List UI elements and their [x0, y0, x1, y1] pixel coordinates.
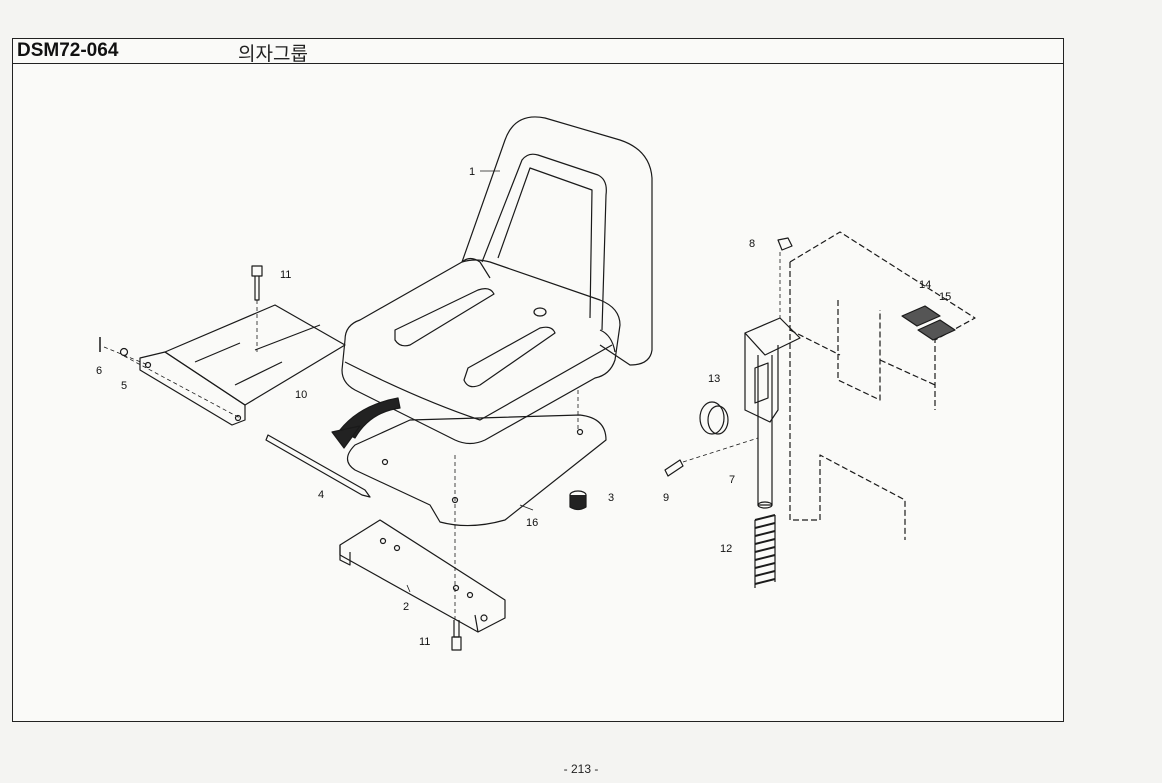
callout-8: 8: [749, 238, 755, 250]
callout-14: 14: [919, 279, 931, 291]
washer-part: [119, 347, 129, 357]
pad-part-14: [901, 305, 941, 327]
mount-bracket-part: [744, 317, 801, 423]
document-title: 의자그룹: [238, 43, 308, 65]
callout-15: 15: [939, 291, 951, 303]
callout-5: 5: [121, 380, 127, 392]
callout-16: 16: [526, 517, 538, 529]
rod-part: [265, 434, 371, 498]
nut-part: [777, 237, 793, 251]
bolt-part-top: [251, 265, 263, 301]
callout-2: 2: [403, 601, 409, 613]
screw-part: [664, 459, 684, 477]
bumper-part: [569, 490, 587, 511]
header-bar: DSM72-064 의자그룹: [13, 39, 1063, 65]
document-code: DSM72-064: [17, 40, 119, 61]
spring-part: [754, 514, 776, 588]
callout-13: 13: [708, 373, 720, 385]
knob-part: [699, 401, 729, 435]
callout-labels: 1 2 3 4 5 6 7 8 9 10 11 11 12 13 14 15 1…: [96, 166, 951, 648]
callout-3: 3: [608, 492, 614, 504]
seat-part: [341, 116, 653, 445]
side-plate-part: [139, 304, 346, 426]
pad-part-15: [917, 319, 956, 341]
callout-11-top: 11: [280, 269, 291, 281]
page-number: - 213 -: [563, 762, 599, 776]
callout-11-bottom: 11: [419, 636, 430, 648]
bolt-part-bottom: [451, 620, 462, 651]
frame-part: [789, 231, 976, 540]
callout-1: 1: [469, 166, 475, 178]
callout-6: 6: [96, 365, 102, 377]
callout-7: 7: [729, 474, 735, 486]
bracket-part: [339, 519, 506, 633]
base-plate-part: [346, 414, 607, 527]
callout-12: 12: [720, 543, 732, 555]
page-frame: DSM72-064 의자그룹: [12, 38, 1064, 722]
callout-10: 10: [295, 389, 307, 401]
rotation-arrow: [331, 397, 401, 449]
callout-4: 4: [318, 489, 324, 501]
assembly-lines: [103, 252, 781, 620]
callout-9: 9: [663, 492, 669, 504]
column-part: [757, 355, 773, 509]
